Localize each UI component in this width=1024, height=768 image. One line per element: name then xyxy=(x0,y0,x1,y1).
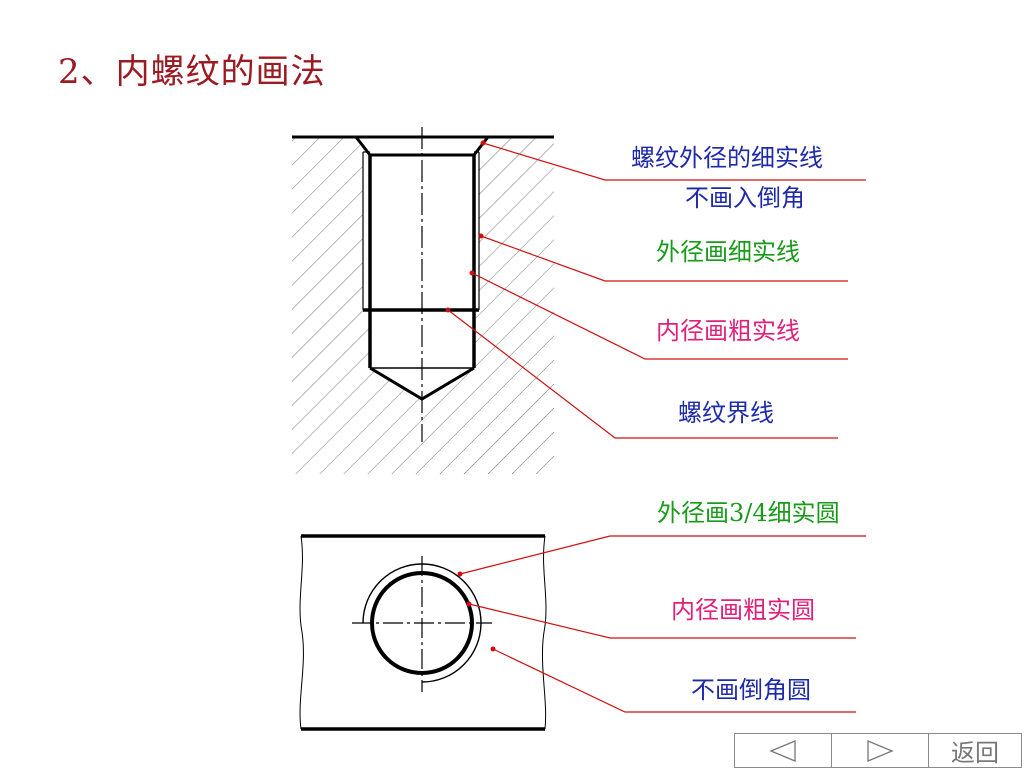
leader-thread-end xyxy=(447,309,838,439)
leader-lines xyxy=(447,142,866,713)
label-no-chamfer: 不画入倒角 xyxy=(685,184,805,212)
section-hatching xyxy=(292,137,554,474)
label-minor-thick-circle: 内径画粗实圆 xyxy=(671,596,815,624)
label-minor-thick: 内径画粗实线 xyxy=(656,317,800,345)
leader-dots xyxy=(445,140,496,652)
leader-major xyxy=(480,235,848,282)
slide-nav-bar: 返回 xyxy=(734,733,1022,768)
leader-minor xyxy=(471,272,848,360)
back-button[interactable]: 返回 xyxy=(929,734,1021,767)
leader-major-thin xyxy=(482,142,866,181)
label-no-chamfer-circle: 不画倒角圆 xyxy=(691,676,811,704)
prev-button[interactable] xyxy=(735,734,832,767)
triangle-left-icon xyxy=(769,739,796,762)
back-button-label: 返回 xyxy=(951,739,999,767)
triangle-right-icon xyxy=(867,739,894,762)
leader-no-chamfer-circle xyxy=(492,648,856,713)
leader-minor-circle xyxy=(468,603,856,639)
major-three-quarter-circle xyxy=(362,563,482,683)
end-view-left-break xyxy=(299,535,304,730)
end-view xyxy=(299,534,547,731)
end-view-right-break xyxy=(541,535,547,730)
label-major-three-quarter-circle: 外径画3/4细实圆 xyxy=(657,499,840,527)
section-view xyxy=(292,127,554,474)
next-button[interactable] xyxy=(832,734,929,767)
label-major-thin: 外径画细实线 xyxy=(656,238,800,266)
label-thread-major-thin: 螺纹外径的细实线 xyxy=(631,144,823,172)
leader-three-quarter xyxy=(459,535,866,575)
label-thread-end: 螺纹界线 xyxy=(678,399,774,427)
page-title: 2、内螺纹的画法 xyxy=(58,52,326,92)
